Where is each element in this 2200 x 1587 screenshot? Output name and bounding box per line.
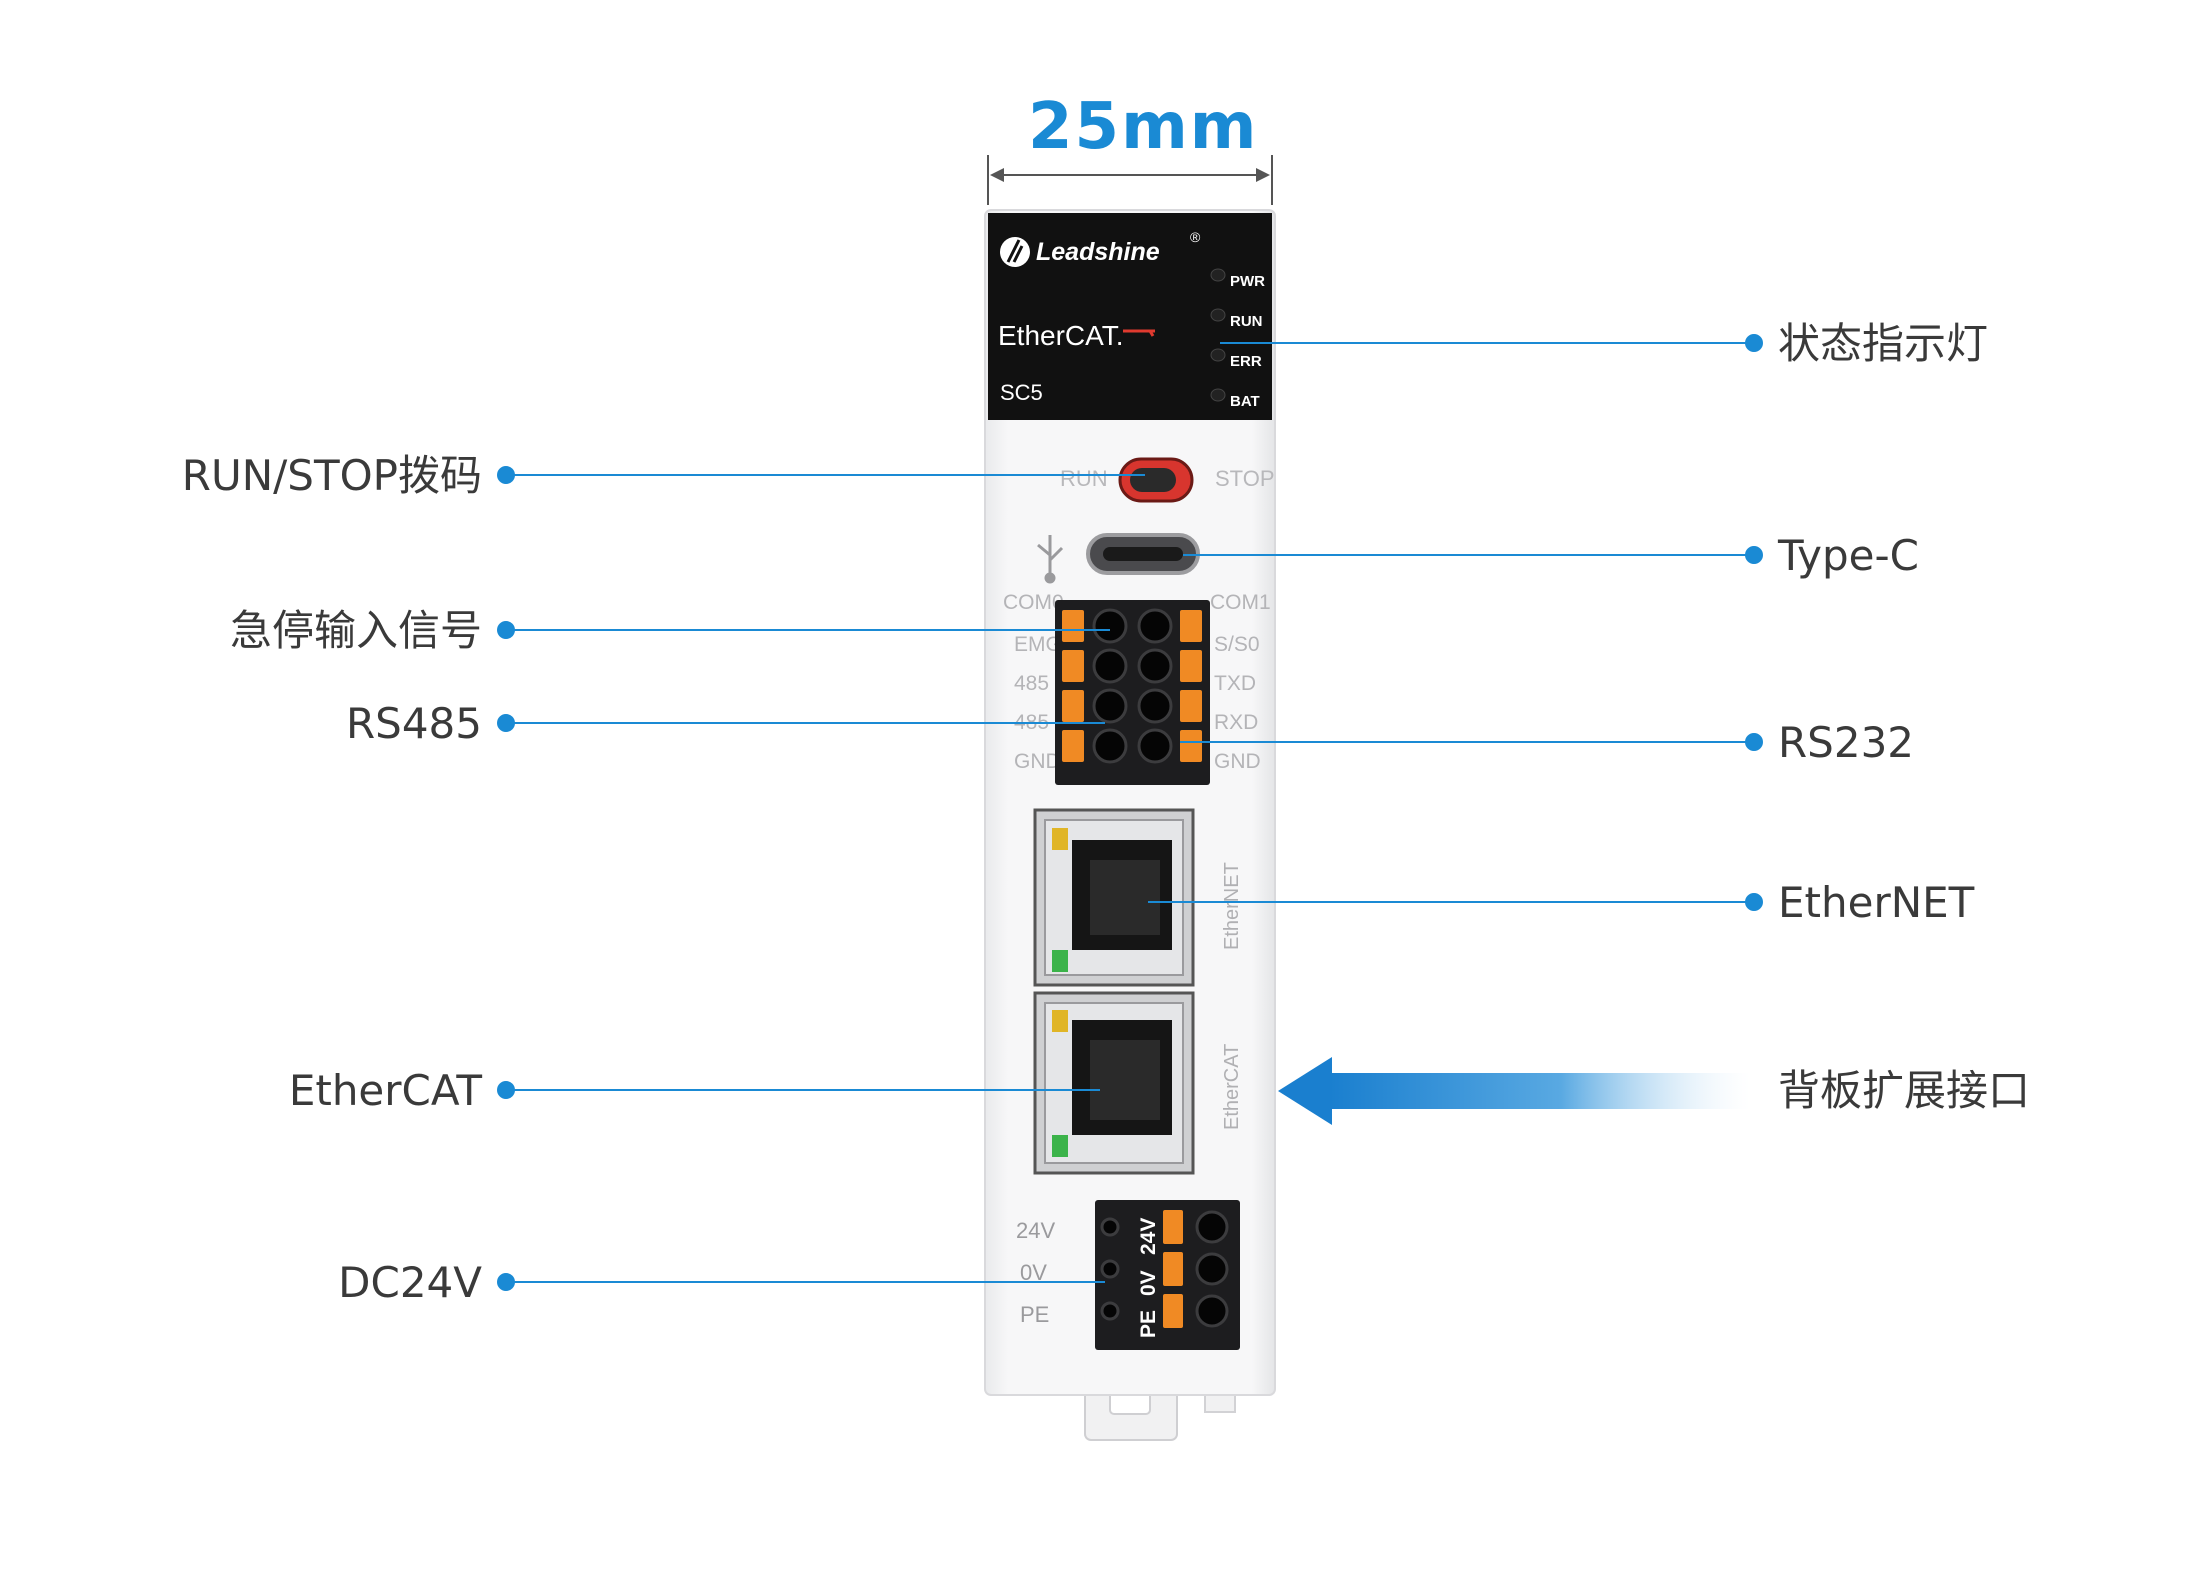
callout-dot <box>1745 893 1763 911</box>
model-label: SC5 <box>1000 380 1043 405</box>
callout-dot <box>497 1273 515 1291</box>
type-c-port[interactable] <box>1037 533 1200 584</box>
brand-name: Leadshine <box>1036 238 1160 266</box>
dimension-marker <box>987 155 1273 205</box>
dimension-label: 25mm <box>1028 90 1259 164</box>
led-label-pwr: PWR <box>1230 273 1265 290</box>
com0-header: COM0 <box>1003 591 1064 614</box>
callout-dot <box>1745 334 1763 352</box>
run-stop-switch[interactable]: RUN STOP <box>1060 457 1275 503</box>
callout-rs232: RS232 <box>1778 718 1915 767</box>
power-label: PE <box>1020 1302 1049 1327</box>
plug-label: 0V <box>1137 1270 1160 1296</box>
orange-release-tabs[interactable] <box>1062 610 1202 762</box>
callout-ethercat: EtherCAT <box>288 1066 482 1115</box>
ethercat-logo: EtherCAT. <box>998 320 1124 351</box>
callout-dot <box>497 621 515 639</box>
terminal-label: GND <box>1014 750 1061 773</box>
power-label: 24V <box>1016 1218 1055 1243</box>
callout-backplane: 背板扩展接口 <box>1778 1066 2031 1115</box>
callout-status-leds: 状态指示灯 <box>1778 319 1989 368</box>
usb-icon <box>1037 535 1064 584</box>
led-indicator <box>1210 388 1226 402</box>
callout-dot <box>497 1081 515 1099</box>
callout-emergency-stop: 急停输入信号 <box>229 606 482 655</box>
callout-type-c: Type-C <box>1778 531 1919 580</box>
led-indicator <box>1210 348 1226 362</box>
callout-dot <box>497 466 515 484</box>
callout-dot <box>1745 546 1763 564</box>
callout-lines-left <box>497 466 1145 1291</box>
callout-dot <box>497 714 515 732</box>
terminal-label: EMG <box>1014 633 1062 656</box>
led-indicator <box>1210 308 1226 322</box>
ethernet-port[interactable]: EtherNET <box>1033 808 1243 987</box>
switch-label-run: RUN <box>1060 466 1108 491</box>
led-indicator <box>1210 268 1226 282</box>
callout-ethernet: EtherNET <box>1778 878 1975 927</box>
com1-header: COM1 <box>1210 591 1271 614</box>
callout-lines-right <box>1148 334 1763 911</box>
backplane-arrow-icon <box>1278 1057 1750 1125</box>
ethercat-port[interactable]: EtherCAT <box>1033 991 1243 1175</box>
callout-run-stop: RUN/STOP拨码 <box>181 451 482 500</box>
switch-label-stop: STOP <box>1215 466 1275 491</box>
led-label-bat: BAT <box>1230 393 1260 410</box>
front-label-panel: Leadshine ® EtherCAT. SC5 PWR RUN ERR BA… <box>988 213 1272 420</box>
ethercat-side-label: EtherCAT <box>1221 1044 1243 1130</box>
registered-mark: ® <box>1190 229 1201 245</box>
leadshine-logo-icon <box>1000 237 1030 267</box>
led-label-err: ERR <box>1230 353 1262 370</box>
callout-rs485: RS485 <box>345 699 482 748</box>
led-label-run: RUN <box>1230 313 1263 330</box>
callout-dot <box>1745 733 1763 751</box>
terminal-label: S/S0 <box>1214 633 1260 656</box>
plug-label: 24V <box>1137 1218 1160 1255</box>
callout-dc24v: DC24V <box>338 1258 482 1307</box>
power-label: 0V <box>1020 1260 1047 1285</box>
terminal-label: RXD <box>1214 711 1258 734</box>
terminal-label: GND <box>1214 750 1261 773</box>
led-column: PWR RUN ERR BAT <box>1210 268 1265 410</box>
com-terminal-block: COM0 COM1 EMG 485 485 GND S/S0 TXD RXD G… <box>1003 591 1271 785</box>
power-connector[interactable]: 24V 0V PE 24V 0V PE <box>1016 1200 1240 1350</box>
plug-label: PE <box>1137 1310 1160 1338</box>
ethernet-side-label: EtherNET <box>1221 862 1243 950</box>
terminal-label: TXD <box>1214 672 1256 695</box>
terminal-label: 485 <box>1014 672 1049 695</box>
